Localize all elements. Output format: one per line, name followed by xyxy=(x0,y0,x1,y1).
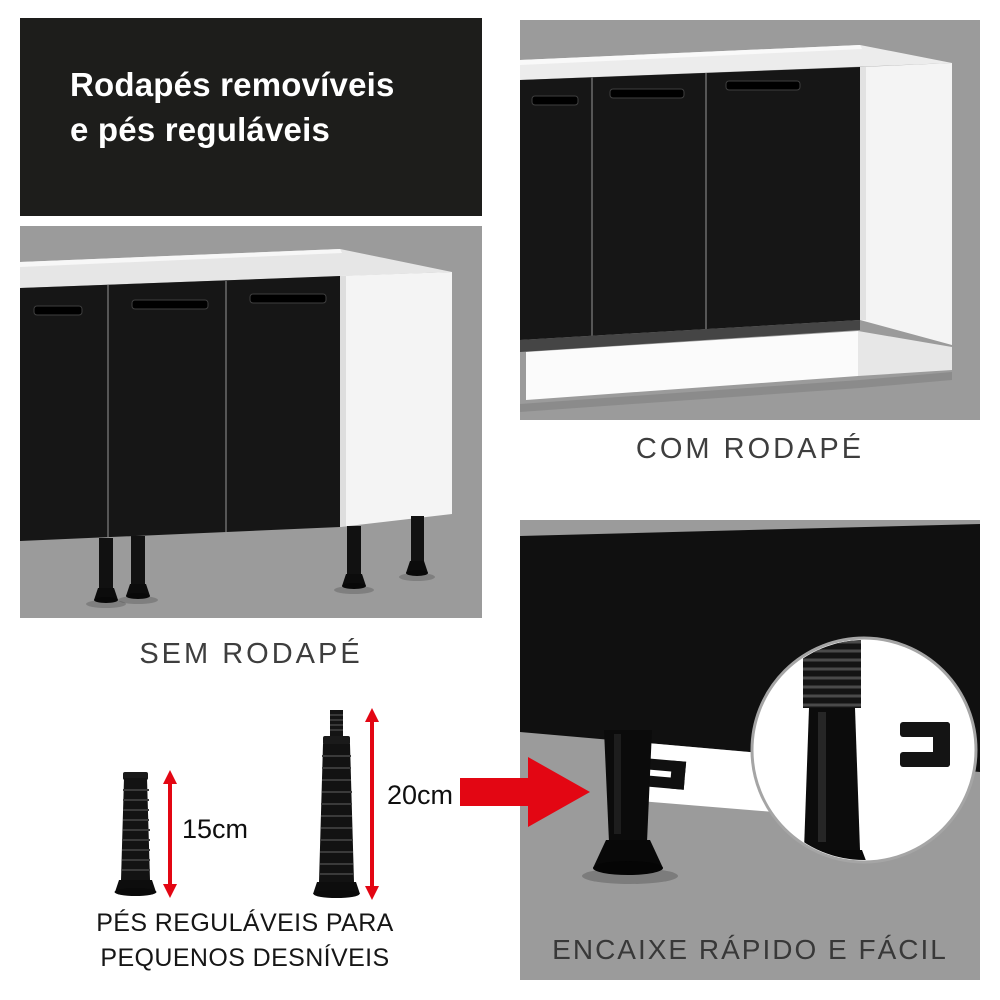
adjustable-foot-closeup xyxy=(593,730,663,875)
title-banner: Rodapés removíveis e pés reguláveis xyxy=(20,18,482,216)
mount-clip-icon xyxy=(900,722,950,767)
panel-sem-rodape xyxy=(20,226,482,618)
caption-com-rodape: COM RODAPÉ xyxy=(635,433,865,465)
panel-com-rodape xyxy=(520,20,980,420)
plinth-side xyxy=(858,331,952,376)
cabinet-side xyxy=(340,272,452,527)
feet-caption-line1: PÉS REGULÁVEIS PARA xyxy=(96,909,394,937)
door-handle xyxy=(33,305,83,316)
caption-sem-rodape: SEM RODAPÉ xyxy=(139,638,363,670)
feet-illustration xyxy=(114,708,590,900)
plinth-front xyxy=(526,331,858,400)
door-handle xyxy=(249,293,327,304)
zoom-circle xyxy=(750,636,978,864)
plinth-closeup-illustration xyxy=(520,524,980,884)
label-15cm: 15cm xyxy=(182,814,249,844)
cabinet-top xyxy=(520,45,952,80)
cabinet-doors xyxy=(20,276,340,541)
small-foot xyxy=(114,772,157,896)
adjustable-feet xyxy=(94,516,428,603)
large-foot xyxy=(313,710,360,898)
feet-caption-line2: PEQUENOS DESNÍVEIS xyxy=(100,944,390,972)
door-handle xyxy=(609,88,685,99)
cabinet-with-plinth-illustration xyxy=(520,45,952,412)
label-20cm: 20cm xyxy=(387,780,454,810)
door-handle xyxy=(531,95,579,106)
measure-arrow-15-icon xyxy=(163,770,177,898)
panel-encaixe: ENCAIXE RÁPIDO E FÁCIL xyxy=(520,520,980,980)
cabinet-side xyxy=(860,63,952,345)
door-handle xyxy=(131,299,209,310)
cabinet-doors xyxy=(520,67,860,340)
measure-arrow-20-icon xyxy=(365,708,379,900)
door-handle xyxy=(725,80,801,91)
title-line2: e pés reguláveis xyxy=(70,111,331,148)
plinth-clip-icon xyxy=(643,758,687,790)
red-right-arrow-icon xyxy=(460,757,590,827)
title-line1: Rodapés removíveis xyxy=(70,66,395,103)
plinth-panel xyxy=(628,742,782,812)
adjustable-feet-figure: 15cm 20cm PÉS REGULÁVEIS PARA PEQUENOS D… xyxy=(20,700,600,1000)
page-title: Rodapés removíveis e pés reguláveis xyxy=(20,18,482,152)
feet-caption: PÉS REGULÁVEIS PARA PEQUENOS DESNÍVEIS xyxy=(20,906,470,976)
cabinet-no-plinth-illustration xyxy=(20,249,452,608)
caption-encaixe: ENCAIXE RÁPIDO E FÁCIL xyxy=(552,934,948,965)
